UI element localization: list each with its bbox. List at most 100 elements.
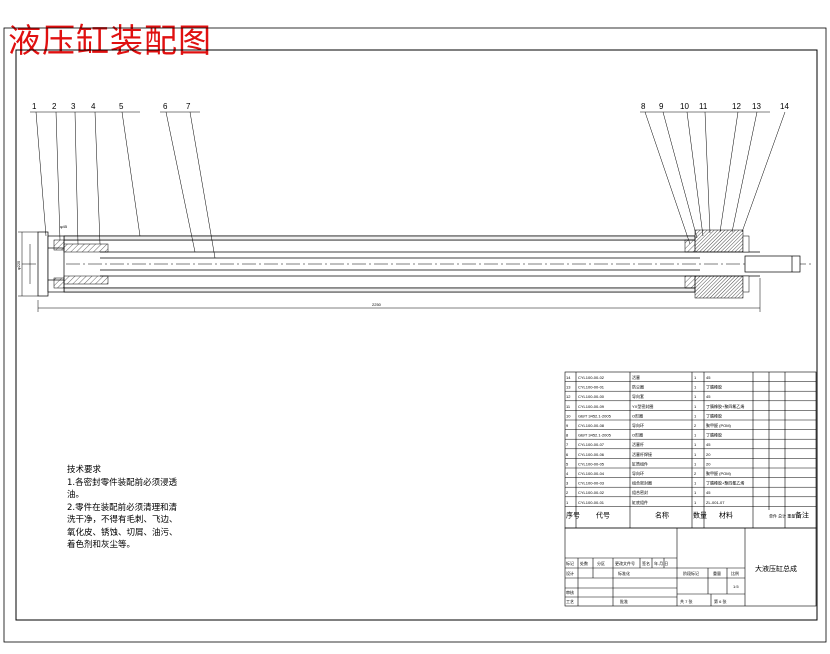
bom-cell: 导向环 <box>632 470 644 476</box>
bom-cell: O形圈 <box>632 432 643 438</box>
bom-cell: 14 <box>566 375 571 380</box>
bom-cell: 组合密封 <box>632 489 648 495</box>
bom-cell: 2 <box>694 423 697 428</box>
tech-line-5: 氧化皮、锈蚀、切屑、油污、 <box>67 527 178 538</box>
dim-outer-diameter: φ225 <box>16 260 21 270</box>
tb-review: 审核 <box>566 589 574 595</box>
outer-frame <box>3 27 827 643</box>
balloon-6: 6 <box>163 102 168 111</box>
balloon-13: 13 <box>752 102 761 111</box>
bom-cell: CYL100-00-09 <box>578 404 605 409</box>
balloon-5: 5 <box>119 102 124 111</box>
bom-cell: 20 <box>706 452 711 457</box>
bom-cell: 缸底组件 <box>632 499 648 505</box>
bom-cell: 组合密封圈 <box>632 480 652 486</box>
bom-cell: 导向套 <box>632 393 644 399</box>
bom-cell: CYL100-00-03 <box>578 481 605 486</box>
tb-process: 工艺 <box>566 599 574 604</box>
bom-cell: CYL100-00-08 <box>578 423 605 428</box>
tb-sheet-no: 第 6 张 <box>714 598 726 604</box>
bom-cell: 10 <box>566 413 571 418</box>
bom-cell: CYL100-00-05 <box>578 461 605 466</box>
bom-cell: 1 <box>694 433 697 438</box>
bom-cell: 1 <box>694 394 697 399</box>
balloon-9: 9 <box>659 102 664 111</box>
bom-cell: 1 <box>694 490 697 495</box>
bom-cell: CYL100-00-04 <box>578 471 605 476</box>
bom-cell: GB/T 3452.1-2005 <box>578 413 612 418</box>
bom-cell: 2 <box>694 471 697 476</box>
bom-cell: CYL100-00-02 <box>578 490 605 495</box>
tb-zone: 分区 <box>597 560 605 566</box>
bom-cell: ZL-001-07 <box>706 500 725 505</box>
bom-cell: 11 <box>566 404 571 409</box>
bom-cell: 2 <box>566 490 569 495</box>
bom-cell: 聚甲醛 (POM) <box>706 470 732 476</box>
drawing-title: 液压缸装配图 <box>8 21 212 60</box>
bom-cell: CYL100-00-02 <box>578 375 605 380</box>
tech-line-3: 2.零件在装配前必须清理和清 <box>67 502 178 513</box>
bom-cell: 缸筒组件 <box>632 460 648 466</box>
tb-sheets: 共 7 张 <box>680 598 692 604</box>
bom-cell: CYL100-00-01 <box>578 385 605 390</box>
bom-cell: 1 <box>694 461 697 466</box>
dimension-lines <box>18 231 761 312</box>
balloon-4: 4 <box>91 102 96 111</box>
bom-header-cell: 单件 总计 重量 <box>769 512 795 518</box>
bom-cell: 1 <box>694 375 697 380</box>
bom-cell: CYL100-00-06 <box>578 452 605 457</box>
bom-cell: 导向环 <box>632 422 644 428</box>
tb-change-doc: 更改文件号 <box>615 560 635 566</box>
dim-left-diameter: φ45 <box>60 224 68 229</box>
bom-cell: CYL100-00-01 <box>578 500 605 505</box>
bom-cell: 8 <box>566 433 569 438</box>
tb-scale-value: 1:5 <box>733 584 739 589</box>
balloon-2: 2 <box>52 102 57 111</box>
bom-cell: 1 <box>694 442 697 447</box>
bom-cell: 1 <box>694 404 697 409</box>
bom-cell: 9 <box>566 423 569 428</box>
bom-header-cell: 名称 <box>655 510 669 519</box>
bom-cell: 防尘圈 <box>632 384 644 390</box>
balloon-10: 10 <box>680 102 689 111</box>
bom-cell: 聚甲醛 (POM) <box>706 422 732 428</box>
bom-cell: 45 <box>706 442 711 447</box>
balloon-3: 3 <box>71 102 76 111</box>
bom-cell: 20 <box>706 461 711 466</box>
bom-cell: 12 <box>566 394 571 399</box>
title-block-text: 标记 处数 分区 更改文件号 签名 年.月.日 设计 标准化 审核 工艺 批准 … <box>566 560 739 604</box>
bom-cell: 丁腈橡胶+聚四氟乙烯 <box>706 403 744 409</box>
bom-header-cell: 备注 <box>795 510 809 519</box>
bom-cell: YX型密封圈 <box>632 403 653 409</box>
bom-cell: 丁腈橡胶+聚四氟乙烯 <box>706 480 744 486</box>
tech-line-1: 1.各密封零件装配前必须浸透 <box>67 477 178 488</box>
tb-design: 设计 <box>566 570 574 576</box>
bom-cell: CYL100-00-07 <box>578 442 605 447</box>
bom-cell: 丁腈橡胶 <box>706 432 722 438</box>
balloon-labels: 1 2 3 4 5 6 7 8 9 10 11 12 13 14 <box>32 102 789 111</box>
tech-line-2: 油。 <box>67 490 85 500</box>
bom-cell: 1 <box>694 385 697 390</box>
tb-date: 年.月.日 <box>654 560 668 566</box>
tb-drawing-name: 大液压缸总成 <box>755 564 797 573</box>
bom-cell: 1 <box>694 413 697 418</box>
balloon-1: 1 <box>32 102 37 111</box>
technical-requirements: 技术要求 1.各密封零件装配前必须浸透 油。 2.零件在装配前必须清理和清 洗干… <box>67 464 217 552</box>
bom-cell: 1 <box>694 452 697 457</box>
tb-scale: 比例 <box>731 570 739 576</box>
bom-cell: 丁腈橡胶 <box>706 384 722 390</box>
bom-cell: 1 <box>694 481 697 486</box>
tb-sign: 签名 <box>642 560 650 566</box>
bom-cell: 丁腈橡胶 <box>706 412 722 418</box>
bom-cell: CYL100-00-00 <box>578 394 605 399</box>
tb-mark: 标记 <box>566 560 574 566</box>
tech-line-4: 洗干净，不得有毛刺、飞边、 <box>67 515 178 525</box>
bom-cell: 活塞 <box>632 374 640 380</box>
dim-overall-length: 2250 <box>372 302 382 307</box>
bom-header-cell: 序号 <box>566 510 580 519</box>
tb-approve: 批准 <box>620 598 628 604</box>
balloon-8: 8 <box>641 102 646 111</box>
bom-cell: 1 <box>694 500 697 505</box>
bom-header-cell: 材料 <box>719 510 733 519</box>
bom-cell: 45 <box>706 375 711 380</box>
